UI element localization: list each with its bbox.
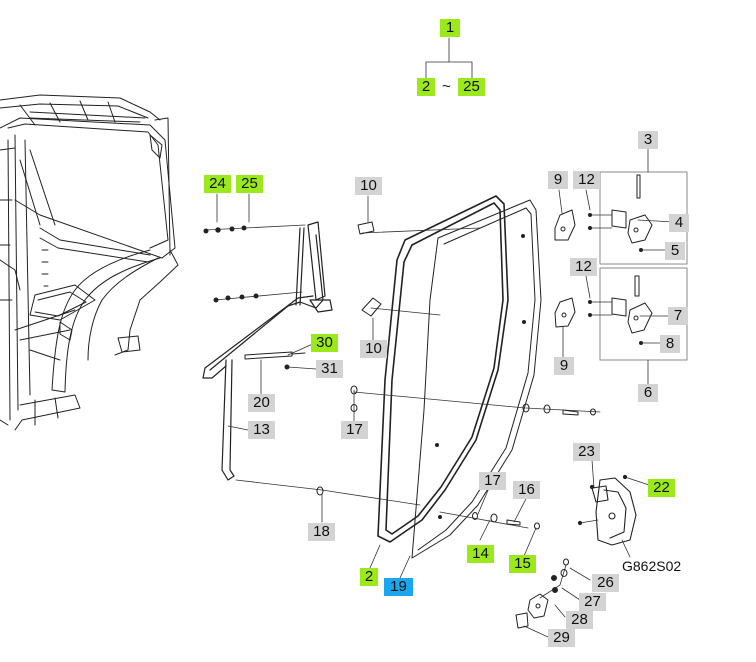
door-handle [591, 477, 637, 546]
callout-8[interactable]: 8 [660, 335, 680, 353]
range-separator: ~ [442, 78, 451, 95]
callout-31[interactable]: 31 [316, 360, 343, 378]
fasteners [203, 213, 643, 593]
callout-13[interactable]: 13 [248, 421, 275, 439]
callout-3[interactable]: 3 [638, 131, 658, 149]
leader-lines [204, 37, 675, 638]
callout-range-start[interactable]: 2 [417, 78, 435, 96]
callout-9-lower[interactable]: 9 [554, 357, 574, 375]
cab-frame [0, 94, 179, 431]
stay-rod [202, 221, 333, 481]
callout-17-lower[interactable]: 17 [479, 472, 506, 490]
callout-5[interactable]: 5 [665, 242, 685, 260]
callout-4[interactable]: 4 [669, 214, 689, 232]
callout-7[interactable]: 7 [668, 307, 688, 325]
latch-plate [515, 593, 549, 629]
callout-14[interactable]: 14 [467, 545, 494, 563]
callout-assembly[interactable]: 1 [440, 19, 460, 37]
door-glass [411, 199, 542, 559]
callout-15[interactable]: 15 [509, 555, 536, 573]
door-frame [377, 195, 509, 543]
callout-9-upper[interactable]: 9 [548, 171, 568, 189]
callout-door-glass[interactable]: 19 [384, 578, 413, 596]
callout-6[interactable]: 6 [638, 384, 658, 402]
callout-door-frame[interactable]: 2 [360, 568, 378, 586]
callout-16[interactable]: 16 [513, 481, 540, 499]
hinge-plate-lower [554, 297, 576, 328]
callout-10-upper[interactable]: 10 [355, 177, 382, 195]
callout-29[interactable]: 29 [548, 629, 575, 647]
hinge-plate-upper [554, 209, 576, 241]
drawing-code: G862S02 [622, 558, 682, 574]
hinge-upper [611, 174, 653, 244]
hinge-group-box-upper [599, 171, 688, 361]
callout-range-end[interactable]: 25 [458, 78, 485, 96]
callout-17-upper[interactable]: 17 [341, 421, 368, 439]
callout-10-lower[interactable]: 10 [360, 340, 387, 358]
callout-24[interactable]: 24 [204, 175, 231, 193]
gas-spring [244, 351, 306, 360]
callout-18[interactable]: 18 [308, 523, 335, 541]
callout-26[interactable]: 26 [592, 574, 619, 592]
washers [316, 221, 596, 577]
callout-22[interactable]: 22 [648, 479, 675, 497]
callout-23[interactable]: 23 [573, 443, 600, 461]
callout-25[interactable]: 25 [236, 175, 263, 193]
callout-27[interactable]: 27 [579, 593, 606, 611]
callout-20[interactable]: 20 [248, 394, 275, 412]
hinge-lower [611, 275, 653, 334]
callout-30[interactable]: 30 [311, 334, 338, 352]
callout-28[interactable]: 28 [566, 611, 593, 629]
callout-12-lower[interactable]: 12 [570, 258, 597, 276]
callout-12-upper[interactable]: 12 [573, 171, 600, 189]
